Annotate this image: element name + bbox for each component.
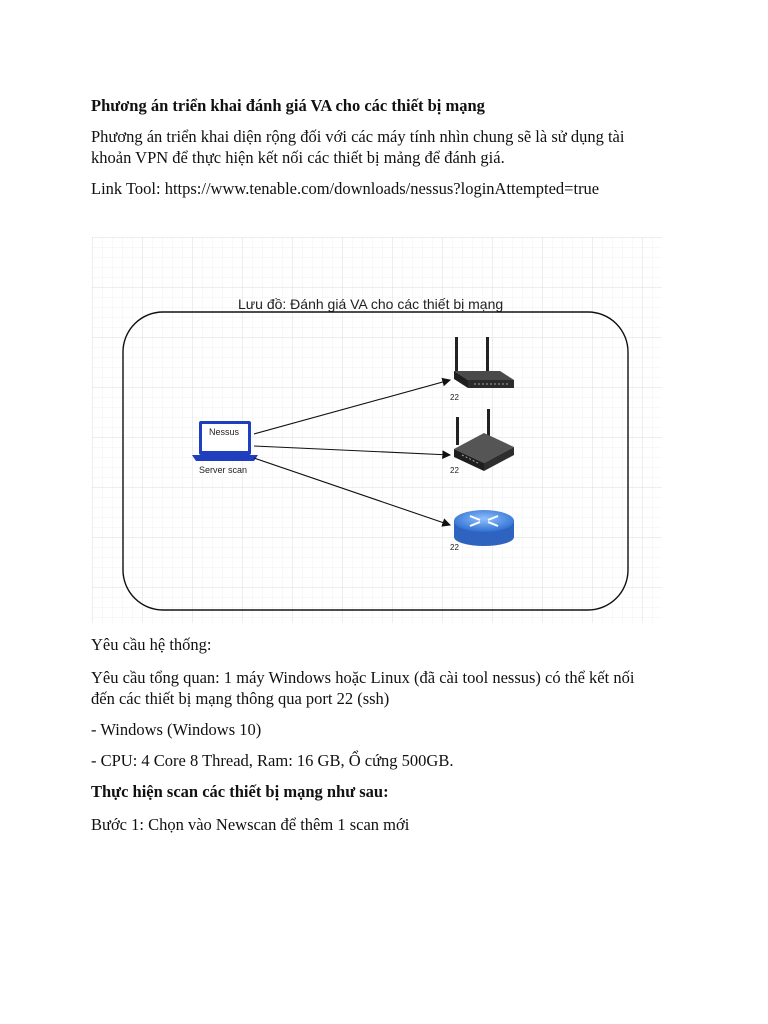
windows-requirement: - Windows (Windows 10)	[91, 719, 691, 740]
intro-line-2: khoản VPN để thực hiện kết nối các thiết…	[91, 147, 691, 168]
link-paragraph: Link Tool: https://www.tenable.com/downl…	[91, 178, 691, 199]
device-port-2: 22	[450, 466, 459, 475]
overview-line-2: đến các thiết bị mạng thông qua port 22 …	[91, 688, 691, 709]
document-heading: Phương án triển khai đánh giá VA cho các…	[91, 95, 691, 116]
step-1: Bước 1: Chọn vào Newscan để thêm 1 scan …	[91, 814, 691, 835]
requirements-heading: Yêu cầu hệ thống:	[91, 634, 691, 655]
hardware-requirement: - CPU: 4 Core 8 Thread, Ram: 16 GB, Ổ cứ…	[91, 750, 691, 771]
grid-major	[92, 237, 662, 623]
link-label: Link Tool:	[91, 179, 165, 198]
intro-line-1: Phương án triển khai diện rộng đối với c…	[91, 126, 691, 147]
scanner-screen-label: Nessus	[209, 427, 240, 437]
device-port-1: 22	[450, 393, 459, 402]
scan-heading: Thực hiện scan các thiết bị mạng như sau…	[91, 781, 691, 802]
scanner-caption: Server scan	[199, 465, 247, 475]
overview-line-1: Yêu cầu tổng quan: 1 máy Windows hoặc Li…	[91, 667, 691, 688]
router-icon	[454, 510, 514, 546]
device-port-3: 22	[450, 543, 459, 552]
diagram-title: Lưu đồ: Đánh giá VA cho các thiết bị mạn…	[238, 296, 503, 312]
network-diagram: Lưu đồ: Đánh giá VA cho các thiết bị mạn…	[92, 237, 662, 623]
tool-link[interactable]: https://www.tenable.com/downloads/nessus…	[165, 179, 599, 198]
